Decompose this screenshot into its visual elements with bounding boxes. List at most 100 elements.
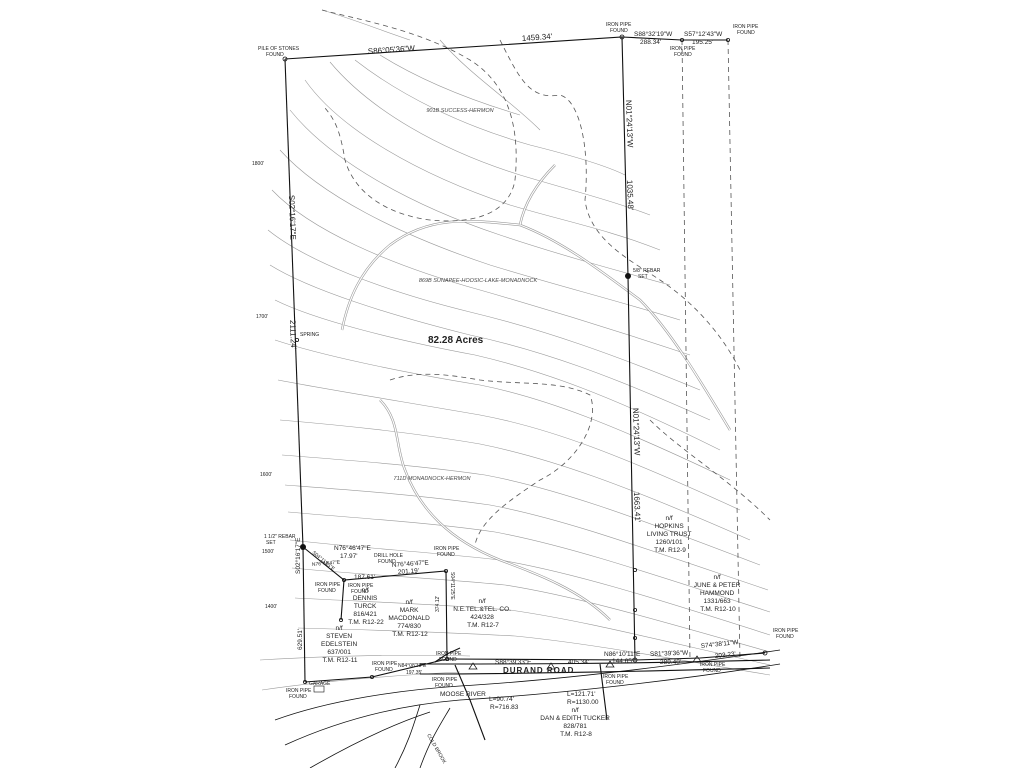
owner-turck: n/f DENNIS TURCK 816/421 T.M. R12-22 xyxy=(348,587,384,626)
iron-pipe-marker xyxy=(369,675,374,680)
bearing-east-upper: N01°24'13"W xyxy=(624,100,635,148)
bearing-far-east: S74°38'11"W xyxy=(700,638,739,650)
distance-far-east: 202.23' xyxy=(714,651,736,660)
iron-pipe-marker xyxy=(444,657,449,662)
bearing-east-lower: N01°24'13"W xyxy=(631,408,642,456)
bearing-west: S02°16'17"E xyxy=(287,195,298,240)
durand-road xyxy=(419,659,771,675)
soil-boundaries xyxy=(321,9,771,546)
iron-pipe-marker xyxy=(619,34,625,40)
distance-lot-3: 187.61' xyxy=(354,574,375,581)
curve-1-radius: R=716.83 xyxy=(490,704,519,711)
soil-label: 711D MONADNOCK-HERMON xyxy=(394,476,471,482)
owner-edelstein: n/f STEVEN EDELSTEIN 637/001 T.M. R12-11 xyxy=(321,625,359,664)
distance-north: 1459.34' xyxy=(522,32,553,43)
owner-macdonald: n/f MARK MACDONALD 774/830 T.M. R12-12 xyxy=(388,599,431,638)
iron-pipe-marker xyxy=(302,680,307,685)
distance-lot-west-2: 629.51' xyxy=(297,629,304,650)
iron-pipe-marker xyxy=(294,337,299,342)
bearing-top-right-2: S57°12'43"W xyxy=(684,30,723,38)
rebar-set-marker xyxy=(625,273,631,279)
elevation-label: 1400' xyxy=(265,604,277,610)
monuments xyxy=(282,34,768,693)
curve-2-length: L=121.71' xyxy=(567,691,596,698)
curve-1-length: L=90.74' xyxy=(489,696,514,703)
iron-pipe-marker xyxy=(633,568,638,573)
iron-pipe-marker xyxy=(633,636,638,641)
owner-hopkins: n/f HOPKINS LIVING TRUST 1260/101 T.M. R… xyxy=(647,515,693,554)
iron-pipe-marker xyxy=(443,569,448,574)
distance-lot-1: 17.97' xyxy=(340,553,358,560)
iron-pipe-marker xyxy=(341,578,346,583)
rebar-set-marker xyxy=(300,544,306,550)
adjacent-lines xyxy=(302,36,766,741)
distance-south-seg: 144.65' xyxy=(612,658,633,665)
river-label: MOOSE RIVER xyxy=(440,691,486,698)
elevation-label: 1500' xyxy=(262,549,274,555)
iron-pipe-marker xyxy=(680,38,685,43)
bearing-lot-west-road: N84°08'38"E xyxy=(398,663,427,669)
triangle-marker xyxy=(605,660,615,668)
pile-of-stones-marker xyxy=(282,56,288,62)
bearing-north: S86°05'36"W xyxy=(368,44,416,56)
garage-label: GARAGE xyxy=(309,681,331,687)
soil-label: 901B SUCCESS-HERMON xyxy=(426,108,493,114)
elevation-label: 1600' xyxy=(260,472,272,478)
road-label: DURAND ROAD xyxy=(503,666,574,675)
spring-label: SPRING xyxy=(300,332,319,338)
distance-lot-2: 201.19' xyxy=(398,568,420,576)
bearing-south-east: S81°39'36"W xyxy=(650,649,689,658)
distance-lot-west-road: 197.35' xyxy=(406,670,422,676)
triangle-marker xyxy=(468,662,478,670)
owner-hammond: n/f JUNE & PETER HAMMOND 1331/663 T.M. R… xyxy=(694,574,742,613)
soil-label: 869B SUNAPEE-HOOSIC-LAKE-MONADNOCK xyxy=(419,278,538,284)
bearing-south-seg: N86°10'11"E xyxy=(604,650,641,658)
distance-east-lower: 1663.41' xyxy=(632,492,642,523)
bearing-lot-4: N76°46'47"E xyxy=(312,559,341,568)
acreage-label: 82.28 Acres xyxy=(428,335,484,346)
bearing-lot-2: N76°46'47"E xyxy=(392,558,430,569)
distance-374: 374.12' xyxy=(435,596,441,612)
bearing-lot-east: S04°11'25"E xyxy=(449,572,455,600)
distance-west: 2111.24' xyxy=(288,320,298,350)
soil-901b: 901B SUCCESS-HERMON xyxy=(426,108,493,114)
elevation-label: 1800' xyxy=(252,161,264,167)
distance-top-right-1: 288.34' xyxy=(640,39,661,46)
iron-pipe-marker xyxy=(338,618,343,623)
distance-top-right-2: 195.25' xyxy=(692,39,713,46)
bearing-top-right-1: S88°32'19"W xyxy=(634,30,673,38)
iron-pipe-marker xyxy=(632,657,638,663)
distance-south-road: 405.34' xyxy=(568,659,589,666)
triangle-marker xyxy=(692,655,702,663)
owner-ne-tel: n/f N.E.TEL.&TEL. CO. 424/328 T.M. R12-7 xyxy=(453,598,513,629)
bearing-lot-west-1: S02°16'17"E xyxy=(294,537,302,574)
distance-east-upper: 1035.48' xyxy=(625,180,635,211)
brook-label: COLD BROOK xyxy=(425,733,447,765)
owner-tucker: n/f DAN & EDITH TUCKER 828/781 T.M. R12-… xyxy=(540,707,611,738)
iron-pipe-marker xyxy=(633,608,638,613)
bearing-lot-1: N76°46'47"E xyxy=(334,544,372,552)
garage-outline xyxy=(313,685,325,693)
iron-pipe-marker xyxy=(762,650,768,656)
curve-2-radius: R=1130.00 xyxy=(567,699,599,706)
parcel-boundary xyxy=(284,36,636,661)
iron-pipe-marker xyxy=(726,38,731,43)
triangle-marker xyxy=(546,662,556,670)
